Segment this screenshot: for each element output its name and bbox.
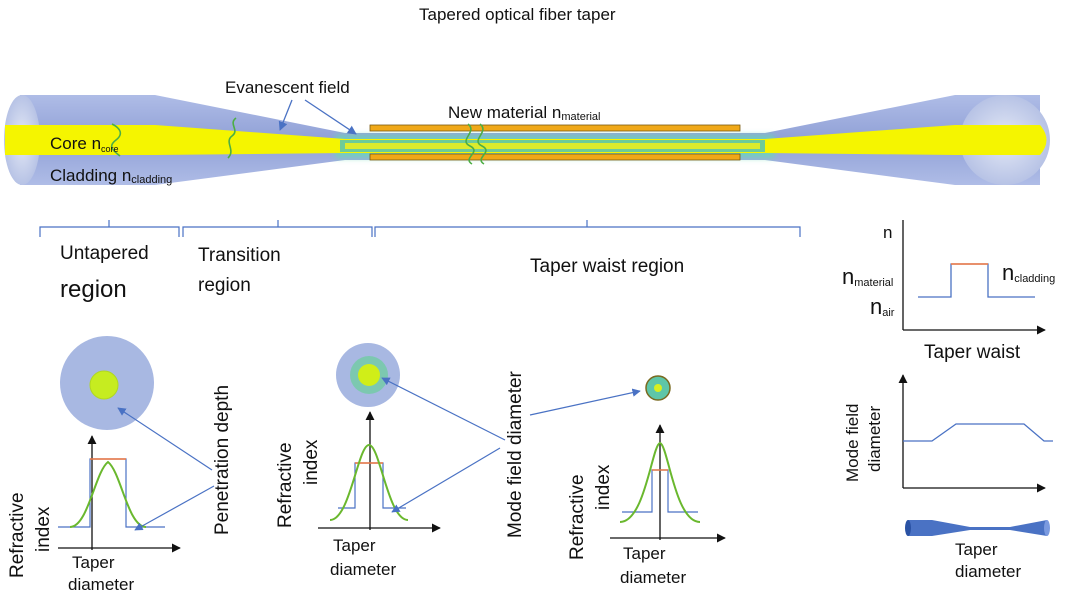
diameter-label-1: diameter [68,575,135,593]
mfd-x-label-2: diameter [955,562,1022,581]
mfd-curve [903,423,1053,442]
mfd-y-label-1: Mode field [843,403,862,482]
pointer-arrows [117,377,641,531]
region-braces [39,220,801,237]
evanescent-arrow-2 [304,99,357,135]
penetration-arrow-up [117,407,213,471]
waist-core [345,143,760,149]
mode-field-diameter-label: Mode field diameter [505,371,526,538]
transition-label-line1: Transition [198,245,281,266]
brace-transition [182,220,373,237]
cladding-label: Cladding ncladding [50,166,173,186]
evanescent-wave-transition [227,117,237,159]
xsec-transition-core [358,364,380,386]
material-top [369,124,741,132]
xsec-untapered-core [89,370,119,400]
refractive-index-label-3b: index [593,464,614,510]
index-plot [902,220,1046,335]
untapered-label-line2: region [60,276,127,303]
brace-untapered [39,220,180,237]
profile-plot-transition [318,411,441,533]
mfd-arrow-transition-profile [391,447,501,513]
penetration-arrow-down [134,485,215,531]
taper-icon [905,520,1050,536]
penetration-depth-label: Penetration depth [212,384,233,535]
material-bottom [369,153,741,161]
untapered-label-line1: Untapered [60,243,149,264]
taper-waist-axis-label: Taper waist [924,342,1021,363]
taper-label-2: Taper [333,536,376,555]
step-index-profile [58,458,165,528]
evanescent-field-label: Evanescent field [225,78,350,97]
n-air-label: nair [870,294,895,319]
evanescent-wave-core [110,123,122,157]
diagram-title: Tapered optical fiber taper [419,5,616,24]
mfd-arrow-waist [529,388,641,416]
waist-region-label: Taper waist region [530,256,685,277]
brace-waist [374,220,801,237]
mode-gaussian [619,441,701,523]
profile-plot-waist [610,424,726,543]
transition-label-line2: region [198,275,251,296]
mode-gaussian [69,460,147,528]
evanescent-wave-waist [465,123,487,165]
diameter-label-2: diameter [330,560,397,579]
n-material-label: nmaterial [842,264,894,289]
xsec-waist-core [654,384,662,392]
taper-label-1: Taper [72,553,115,572]
mfd-plot [898,374,1053,493]
n-cladding-label: ncladding [1002,260,1056,285]
fiber-taper [4,95,1050,185]
cross-sections [60,336,671,430]
step-index-profile [338,462,406,509]
core-label: Core ncore [50,134,119,154]
taper-label-3: Taper [623,544,666,563]
mfd-x-label-1: Taper [955,540,998,559]
mfd-y-label-2: diameter [865,405,884,472]
refractive-index-label-3a: Refractive [567,474,588,560]
new-material-label: New material nmaterial [448,103,601,123]
diameter-label-3: diameter [620,568,687,587]
mfd-arrow-transition-xsec [381,377,506,441]
refractive-index-label-1a: Refractive [7,492,28,578]
n-axis-label: n [883,223,893,242]
profile-plot-untapered [58,435,181,553]
refractive-index-label-2b: index [301,439,322,485]
evanescent-arrow-1 [278,99,293,131]
mode-gaussian [329,443,409,521]
refractive-index-label-1b: index [33,506,54,552]
refractive-index-label-2a: Refractive [275,442,296,528]
